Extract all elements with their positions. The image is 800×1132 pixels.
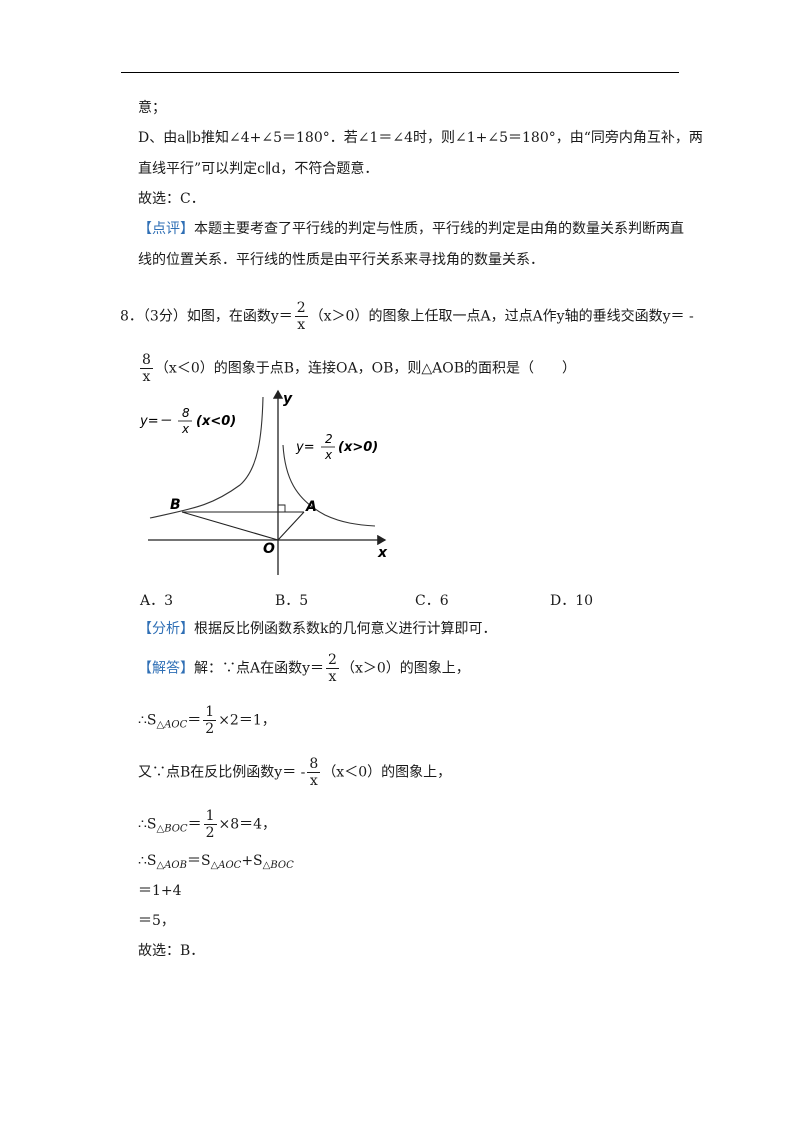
prev-comment: 【点评】本题主要考查了平行线的判定与性质，平行线的判定是由角的数量关系判断两直 — [138, 219, 684, 239]
right-hyperbola-curve — [282, 444, 376, 527]
s3-post: （x＜0）的图象上， — [322, 764, 452, 781]
s5-pre: ∴S — [138, 853, 157, 869]
s5-sub3: △BOC — [262, 860, 294, 871]
left-formula-cond: (x<0) — [196, 414, 236, 429]
s1-post: （x＞0）的图象上， — [340, 660, 470, 677]
s4-eq: ＝ — [187, 816, 202, 833]
analysis: 【分析】根据反比例函数系数k的几何意义进行计算即可． — [138, 619, 496, 639]
s2-sub: △AOC — [156, 719, 188, 731]
segment-OB — [181, 511, 279, 541]
right-formula-prefix: y= — [295, 440, 315, 455]
s5-plus: +S — [241, 853, 263, 869]
prev-line-1: 意； — [138, 100, 166, 116]
s1-pre: 解：∵点A在函数y＝ — [194, 660, 325, 677]
q8-mid: （x＞0）的图象上任取一点A，过点A作y轴的垂线交函数y＝ - — [309, 308, 694, 325]
prev-line-2: D、由a∥b推知∠4+∠5＝180°．若∠1＝∠4时，则∠1+∠5＝180°，由… — [138, 130, 703, 146]
s2-post: ×2＝1， — [218, 712, 276, 729]
label-O: O — [263, 541, 275, 557]
right-formula-den: x — [324, 448, 333, 462]
q8-lead: 8．（3分）如图，在函数y＝ — [120, 308, 293, 325]
segment-OA — [277, 511, 305, 541]
s5-sub2: △AOC — [210, 860, 242, 871]
s4-sub: △BOC — [156, 823, 188, 835]
solution-line-7: ＝5， — [138, 913, 175, 929]
s4-pre: ∴S — [138, 816, 157, 833]
left-formula-den: x — [181, 422, 190, 436]
label-B: B — [170, 497, 181, 513]
comment-text-1: 本题主要考查了平行线的判定与性质，平行线的判定是由角的数量关系判断两直 — [194, 221, 684, 237]
label-y: y — [283, 391, 293, 407]
right-formula-num: 2 — [325, 432, 333, 446]
solution-line-5: ∴S△AOB＝S△AOC+S△BOC — [138, 851, 294, 876]
prev-comment-2: 线的位置关系．平行线的性质是由平行关系来寻找角的数量关系． — [138, 252, 544, 268]
prev-line-3: 直线平行”可以判定c∥d，不符合题意． — [138, 161, 379, 177]
solution-answer: 故选：B． — [138, 943, 205, 959]
s3-pre: 又∵点B在反比例函数y＝ - — [138, 764, 306, 781]
label-A: A — [305, 499, 317, 515]
function-graph-figure: y=－ 8 x (x<0) y= 2 x (x>0) y x B A O — [139, 389, 388, 575]
option-a: A．3 — [140, 593, 174, 609]
right-angle-mark — [278, 504, 286, 512]
solution-tag: 【解答】 — [138, 660, 194, 677]
s2-pre: ∴S — [138, 712, 157, 729]
q8-tail: （x＜0）的图象于点B，连接OA，OB，则△AOB的面积是（ ） — [154, 360, 577, 377]
option-b: B．5 — [275, 593, 309, 609]
analysis-tag: 【分析】 — [138, 621, 194, 637]
left-formula-num: 8 — [182, 406, 190, 420]
s2-eq: ＝ — [187, 712, 202, 729]
right-formula-cond: (x>0) — [338, 440, 378, 455]
solution-line-6: ＝1+4 — [138, 883, 182, 899]
comment-tag: 【点评】 — [138, 221, 194, 237]
s5-sub1: △AOB — [156, 860, 187, 871]
s5-mid: ＝S — [186, 853, 211, 869]
prev-answer: 故选：C． — [138, 191, 205, 207]
left-hyperbola-curve — [149, 396, 264, 519]
left-formula-prefix: y=－ — [139, 414, 172, 429]
label-x: x — [377, 545, 388, 561]
option-d: D．10 — [550, 593, 594, 609]
option-c: C．6 — [415, 593, 449, 609]
analysis-text: 根据反比例函数系数k的几何意义进行计算即可． — [194, 621, 497, 637]
s4-post: ×8＝4， — [218, 816, 277, 833]
header-rule — [121, 72, 679, 73]
